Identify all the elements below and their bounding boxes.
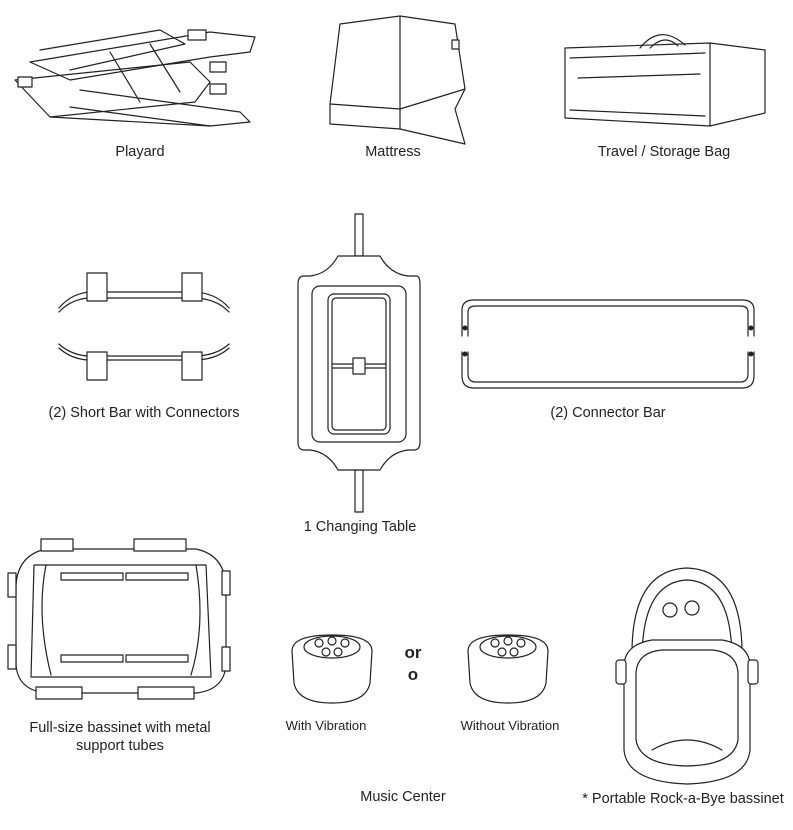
full-size-bassinet-label-line2: support tubes <box>76 738 164 754</box>
changing-table-illustration <box>298 214 420 514</box>
playard-illustration <box>10 22 260 132</box>
full-size-bassinet-label: Full-size bassinet with metal support tu… <box>29 719 210 755</box>
or-text-second: o <box>407 665 419 684</box>
short-bar-illustration <box>54 268 234 386</box>
changing-table-label: 1 Changing Table <box>303 519 417 535</box>
connector-bar-label: (2) Connector Bar <box>550 405 666 421</box>
music-center-label: Music Center <box>360 789 446 805</box>
full-size-bassinet-label-line1: Full-size bassinet with metal <box>29 720 211 736</box>
mattress-label: Mattress <box>365 144 421 160</box>
mattress-illustration <box>330 14 470 149</box>
travel-bag-label: Travel / Storage Bag <box>597 144 731 160</box>
playard-label: Playard <box>115 144 165 160</box>
portable-bassinet-label: * Portable Rock-a-Bye bassinet <box>582 791 784 807</box>
music-center-vibration-illustration <box>286 631 378 707</box>
or-separator: or o <box>398 642 428 686</box>
without-vibration-label: Without Vibration <box>460 718 560 733</box>
or-text: or <box>404 643 422 662</box>
travel-bag-illustration <box>560 28 770 128</box>
portable-bassinet-illustration <box>612 560 762 788</box>
connector-bar-illustration <box>458 296 758 392</box>
full-size-bassinet-illustration <box>6 535 232 701</box>
with-vibration-label: With Vibration <box>285 718 367 733</box>
short-bar-label: (2) Short Bar with Connectors <box>48 405 240 421</box>
music-center-no-vibration-illustration <box>462 631 554 707</box>
